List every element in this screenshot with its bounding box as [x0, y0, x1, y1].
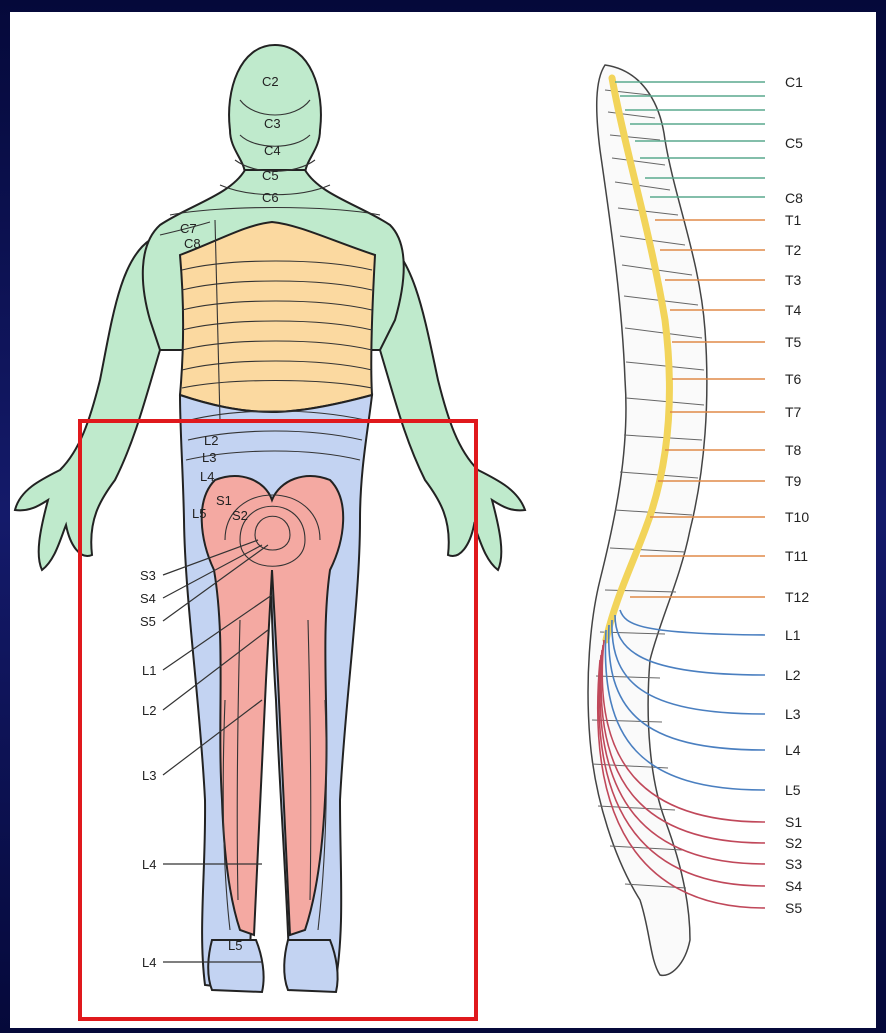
leader-l3: L3 — [142, 768, 156, 783]
spine-label-t12: T12 — [785, 589, 809, 605]
label-l5: L5 — [192, 506, 206, 521]
right-foot — [284, 940, 337, 992]
spine-label-t8: T8 — [785, 442, 802, 458]
spine-label-t11: T11 — [785, 548, 808, 564]
label-s1: S1 — [216, 493, 232, 508]
spine-label-l5: L5 — [785, 782, 801, 798]
spine-label-l4: L4 — [785, 742, 801, 758]
spine-label-c5: C5 — [785, 135, 803, 151]
leader-s3: S3 — [140, 568, 156, 583]
left-arm — [15, 240, 160, 570]
spine-label-c1: C1 — [785, 74, 803, 90]
spine-label-t2: T2 — [785, 242, 802, 258]
spine-labels: C1 C5 C8 T1 T2 T3 T4 T5 T6 T7 T8 T9 T10 … — [785, 74, 809, 916]
label-l3: L3 — [202, 450, 216, 465]
leader-s4: S4 — [140, 591, 156, 606]
spine-label-t6: T6 — [785, 371, 802, 387]
spine-label-s2: S2 — [785, 835, 802, 851]
label-c3: C3 — [264, 116, 281, 131]
spine-label-s1: S1 — [785, 814, 802, 830]
leader-l4-lower: L4 — [142, 955, 156, 970]
spine-label-c8: C8 — [785, 190, 803, 206]
spine-label-t7: T7 — [785, 404, 802, 420]
label-c8: C8 — [184, 236, 201, 251]
leader-l4-upper: L4 — [142, 857, 156, 872]
spine-label-s4: S4 — [785, 878, 802, 894]
spine-label-l2: L2 — [785, 667, 801, 683]
spine-label-s5: S5 — [785, 900, 802, 916]
spine-label-t9: T9 — [785, 473, 802, 489]
label-c6: C6 — [262, 190, 279, 205]
leader-s5: S5 — [140, 614, 156, 629]
label-s2: S2 — [232, 508, 248, 523]
label-l4: L4 — [200, 469, 214, 484]
lumbar-region — [180, 395, 372, 990]
leader-l5-foot: L5 — [228, 938, 242, 953]
leader-l2: L2 — [142, 703, 156, 718]
spine-label-t3: T3 — [785, 272, 802, 288]
spine-figure: C1 C5 C8 T1 T2 T3 T4 T5 T6 T7 T8 T9 T10 … — [588, 65, 809, 975]
label-c7: C7 — [180, 221, 197, 236]
spine-label-l3: L3 — [785, 706, 801, 722]
spine-label-t4: T4 — [785, 302, 802, 318]
spine-label-t10: T10 — [785, 509, 809, 525]
label-c4: C4 — [264, 143, 281, 158]
spine-label-l1: L1 — [785, 627, 801, 643]
label-l2: L2 — [204, 433, 218, 448]
label-c2: C2 — [262, 74, 279, 89]
spine-label-t1: T1 — [785, 212, 802, 228]
leader-l1: L1 — [142, 663, 156, 678]
spine-label-s3: S3 — [785, 856, 802, 872]
body-figure — [15, 45, 525, 992]
spine-label-t5: T5 — [785, 334, 802, 350]
label-c5: C5 — [262, 168, 279, 183]
